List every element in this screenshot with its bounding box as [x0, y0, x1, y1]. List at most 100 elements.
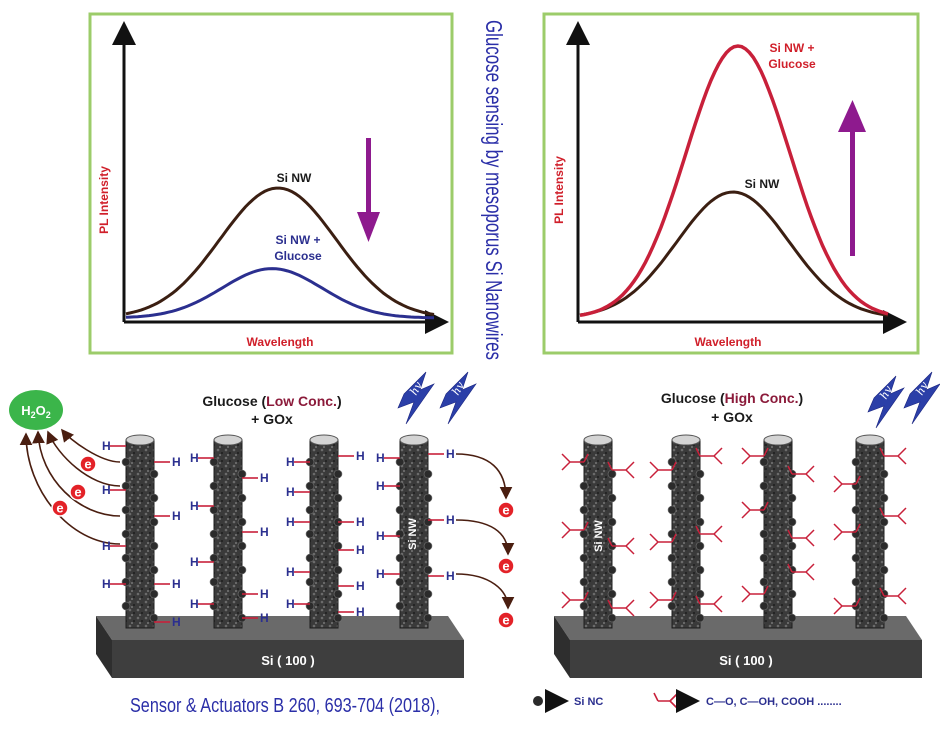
- functional-group: [787, 465, 815, 483]
- si-nc-dot: [879, 517, 889, 527]
- functional-group: [695, 525, 723, 543]
- left-down-arrow: [357, 138, 380, 242]
- photon-bolt-icon: hv: [439, 371, 477, 425]
- si-nc-dot: [305, 505, 315, 515]
- h2o2-bubble: H2O2: [9, 390, 63, 430]
- functional-group: [695, 447, 723, 465]
- hydrogen-atom: H: [190, 555, 199, 569]
- si-nc-dot: [423, 469, 433, 479]
- functional-group: [561, 453, 589, 471]
- right-substrate: Si ( 100 ): [554, 616, 922, 678]
- electron-path-arrow: [455, 573, 515, 610]
- electron-path-arrow: [455, 519, 515, 556]
- hydrogen-bond: H: [286, 597, 310, 611]
- right-scene: Si ( 100 ) Si NW Glucose (High Conc.) + …: [554, 371, 940, 678]
- si-nc-dot: [607, 565, 617, 575]
- si-nc-dot: [149, 469, 159, 479]
- functional-group: [879, 507, 907, 525]
- hydrogen-bond: H: [286, 515, 310, 529]
- functional-group: [741, 447, 769, 465]
- si-nc-dot: [667, 553, 677, 563]
- left-x-axis-label: Wavelength: [247, 335, 314, 349]
- right-label-si-nw: Si NW: [745, 177, 780, 191]
- hydrogen-atom: H: [260, 611, 269, 625]
- hydrogen-bond: H: [338, 449, 365, 463]
- hydrogen-atom: H: [102, 439, 111, 453]
- hydrogen-atom: H: [356, 605, 365, 619]
- hydrogen-atom: H: [446, 569, 455, 583]
- nanowire-3: [851, 434, 889, 629]
- nanowire-2: [305, 434, 343, 629]
- hydrogen-atom: H: [190, 499, 199, 513]
- functional-group: [649, 461, 677, 479]
- si-nc-dot: [759, 481, 769, 491]
- si-nc-dot: [667, 601, 677, 611]
- hydrogen-bond: H: [102, 539, 126, 553]
- svg-text:e: e: [74, 485, 81, 500]
- hydrogen-atom: H: [286, 597, 295, 611]
- si-nc-dot: [305, 577, 315, 587]
- functional-group: [833, 523, 861, 541]
- si-nc-dot: [333, 613, 343, 623]
- photon-bolt-icon: hv: [867, 375, 905, 429]
- electron-path-arrow: [32, 430, 121, 517]
- hydrogen-atom: H: [260, 471, 269, 485]
- hydrogen-bond: H: [338, 543, 365, 557]
- left-nanowires: [121, 434, 433, 629]
- legend: Si NC C—O, C—OH, COOH ........: [533, 689, 842, 713]
- si-nc-dot: [121, 553, 131, 563]
- si-nc-dot: [787, 613, 797, 623]
- si-nc-dot: [237, 517, 247, 527]
- electron: e: [497, 557, 515, 575]
- si-nc-dot: [209, 553, 219, 563]
- right-heading-line2: + GOx: [711, 409, 753, 425]
- hydrogen-bond: H: [428, 569, 455, 583]
- right-y-axis-label: PL Intensity: [552, 156, 566, 224]
- functional-group: [741, 501, 769, 519]
- svg-text:e: e: [84, 457, 91, 472]
- si-nc-dot: [667, 505, 677, 515]
- electron: e: [497, 611, 515, 629]
- si-nc-dot: [209, 457, 219, 467]
- functional-group: [833, 475, 861, 493]
- electron-path-arrow: [455, 453, 513, 500]
- right-label-glucose-1: Si NW +: [769, 41, 814, 55]
- si-nc-dot: [607, 517, 617, 527]
- si-nc-dot: [607, 493, 617, 503]
- si-nc-dot: [149, 589, 159, 599]
- nanowire-top: [399, 434, 429, 446]
- si-nc-dot: [667, 577, 677, 587]
- hydrogen-atom: H: [446, 513, 455, 527]
- hydrogen-atom: H: [356, 449, 365, 463]
- h2o2-label: H2O2: [21, 403, 51, 420]
- si-nc-dot: [579, 481, 589, 491]
- hydrogen-bond: H: [102, 439, 126, 453]
- si-nc-dot: [851, 577, 861, 587]
- si-nc-dot: [787, 517, 797, 527]
- hydrogen-bond: H: [338, 579, 365, 593]
- si-nc-dot: [607, 613, 617, 623]
- left-chart-border: [88, 12, 454, 355]
- hydrogen-atom: H: [102, 483, 111, 497]
- si-nc-dot: [423, 493, 433, 503]
- si-nc-dot: [695, 517, 705, 527]
- hydrogen-bond: H: [190, 555, 214, 569]
- si-nc-dot: [787, 541, 797, 551]
- hydrogen-bond: H: [376, 451, 400, 465]
- si-nc-dot: [579, 553, 589, 563]
- si-nc-dot: [305, 529, 315, 539]
- nanowire-top: [671, 434, 701, 446]
- si-nc-dot: [237, 469, 247, 479]
- hydrogen-atom: H: [102, 577, 111, 591]
- hydrogen-atom: H: [446, 447, 455, 461]
- hydrogen-atom: H: [286, 455, 295, 469]
- hydrogen-atom: H: [172, 509, 181, 523]
- hydrogen-bond: H: [286, 485, 310, 499]
- electron: e: [79, 455, 97, 473]
- si-nc-dot: [851, 505, 861, 515]
- hydrogen-atom: H: [376, 567, 385, 581]
- hydrogen-bond: H: [190, 499, 214, 513]
